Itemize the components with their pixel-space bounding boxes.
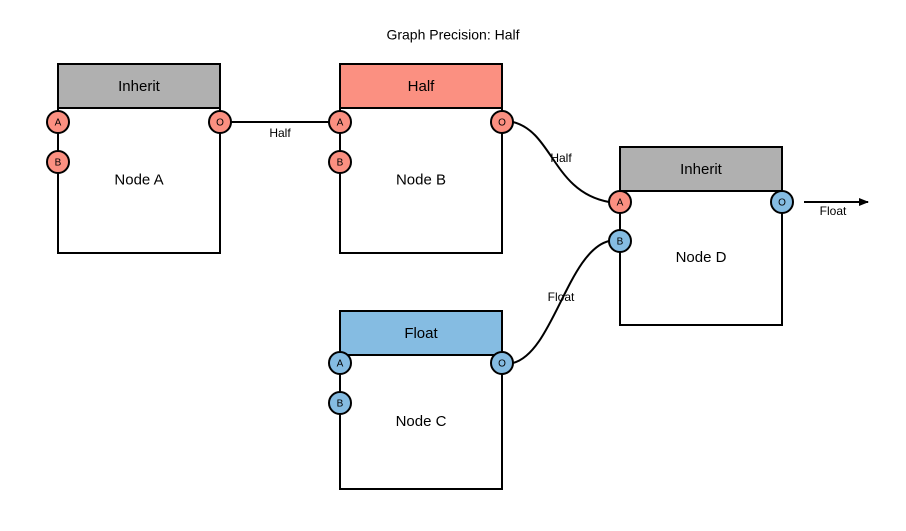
input-port-label: A (337, 118, 344, 129)
edge-path (512, 121, 610, 203)
output-port-O[interactable] (208, 110, 232, 134)
node-name-label: Node A (114, 171, 163, 188)
input-port-B[interactable] (608, 229, 632, 253)
edge-edge-b-to-d: Half (512, 121, 610, 203)
node-header[interactable] (619, 146, 783, 192)
input-port-A[interactable] (328, 110, 352, 134)
input-port-A[interactable] (46, 110, 70, 134)
input-port-A[interactable] (608, 190, 632, 214)
edge-edge-a-to-b: Half (231, 121, 329, 140)
input-port-B[interactable] (328, 391, 352, 415)
edge-label: Float (820, 204, 847, 218)
node-name-label: Node C (396, 413, 447, 430)
output-port-O[interactable] (770, 190, 794, 214)
output-port-label: O (498, 118, 506, 129)
edge-edge-d-output: Float (804, 198, 869, 218)
page-title: Graph Precision: Half (386, 27, 519, 43)
input-port-label: B (55, 158, 62, 169)
output-port-O[interactable] (490, 351, 514, 375)
node-header-label: Float (404, 325, 438, 342)
output-port-label: O (778, 198, 786, 209)
node-name-label: Node D (676, 249, 727, 266)
node-header-label: Inherit (680, 161, 723, 178)
input-port-label: A (337, 359, 344, 370)
input-port-A[interactable] (328, 351, 352, 375)
input-port-label: B (337, 399, 344, 410)
node-header-label: Inherit (118, 78, 161, 95)
input-port-B[interactable] (46, 150, 70, 174)
input-port-label: B (617, 237, 624, 248)
node-header[interactable] (57, 63, 221, 109)
edge-edge-c-to-d: Float (512, 240, 610, 364)
node-header-label: Half (408, 78, 436, 95)
input-port-label: B (337, 158, 344, 169)
edge-path (512, 240, 610, 364)
edge-label: Half (269, 126, 291, 140)
input-port-B[interactable] (328, 150, 352, 174)
output-port-label: O (498, 359, 506, 370)
node-header[interactable] (339, 63, 503, 109)
input-port-label: A (55, 118, 62, 129)
output-port-O[interactable] (490, 110, 514, 134)
output-port-label: O (216, 118, 224, 129)
node-header[interactable] (339, 310, 503, 356)
node-name-label: Node B (396, 171, 446, 188)
edge-label: Float (548, 290, 575, 304)
edge-label: Half (550, 151, 572, 165)
input-port-label: A (617, 198, 624, 209)
